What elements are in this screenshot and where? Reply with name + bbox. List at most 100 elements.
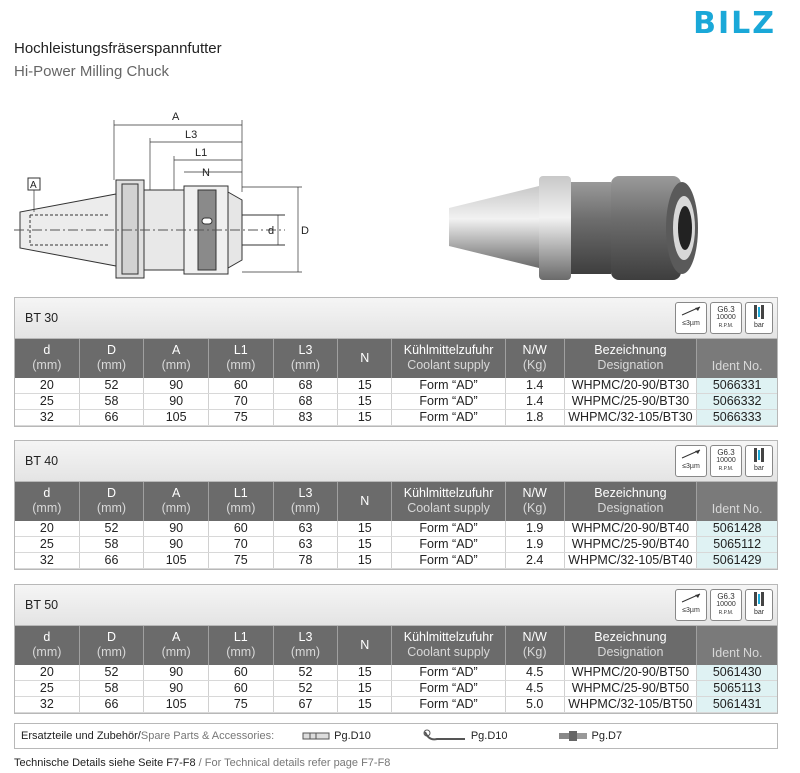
table-cell: 32	[15, 552, 80, 569]
table-cell: WHPMC/25-90/BT50	[564, 680, 698, 697]
table-cell: 1.9	[505, 521, 565, 537]
table-cell: 105	[143, 552, 209, 569]
table-cell: 66	[79, 409, 145, 426]
table-cell: 75	[208, 409, 274, 426]
table-cell: 25	[15, 536, 80, 553]
table-cell: 5061430	[696, 665, 777, 681]
table-cell: 63	[273, 536, 339, 553]
pull-stud-icon	[558, 731, 587, 741]
page-title: Hochleistungsfräserspannfutter	[14, 40, 222, 57]
table-cell: 15	[337, 378, 393, 394]
column-header: N	[337, 339, 393, 378]
product-photo	[449, 176, 698, 280]
column-header: A(mm)	[143, 626, 209, 665]
column-header: N/W(Kg)	[505, 482, 565, 521]
table-cell: 15	[337, 409, 393, 426]
column-header: N	[337, 626, 393, 665]
accessory-item-pull-stud[interactable]: Pg.D7	[558, 730, 622, 742]
table-cell: 32	[15, 409, 80, 426]
table-cell: 67	[273, 696, 339, 713]
table-cell: 5066332	[696, 393, 777, 410]
table-cell: 52	[273, 665, 339, 681]
column-header: d(mm)	[15, 339, 80, 378]
table-cell: 105	[143, 409, 209, 426]
runout-icon: ≤3µm	[675, 589, 707, 621]
table-cell: 5.0	[505, 696, 565, 713]
table-cell: 70	[208, 393, 274, 410]
column-header: D(mm)	[79, 626, 145, 665]
table-cell: 60	[208, 680, 274, 697]
table-cell: 90	[143, 393, 209, 410]
accessories-bar: Ersatzteile und Zubehör / Spare Parts & …	[14, 723, 778, 749]
table-cell: 90	[143, 378, 209, 394]
column-header: L3(mm)	[273, 339, 339, 378]
column-header: Ident No.	[696, 339, 777, 378]
accessory-item-collet[interactable]: Pg.D10	[302, 730, 371, 742]
table-cell: 52	[79, 521, 145, 537]
table-cell: 52	[273, 680, 339, 697]
table-cell: WHPMC/20-90/BT30	[564, 378, 698, 394]
table-cell: 5061431	[696, 696, 777, 713]
collet-icon	[302, 732, 330, 740]
table-cell: 58	[79, 393, 145, 410]
table-cell: 60	[208, 521, 274, 537]
table-cell: Form “AD”	[391, 536, 506, 553]
table-cell: 90	[143, 680, 209, 697]
table-cell: 5066333	[696, 409, 777, 426]
table-cell: Form “AD”	[391, 409, 506, 426]
table-cell: 52	[79, 378, 145, 394]
table-cell: 90	[143, 665, 209, 681]
technical-details-note: Technische Details siehe Seite F7-F8 / F…	[14, 757, 391, 769]
table-cell: 4.5	[505, 680, 565, 697]
section-title: BT 50	[25, 598, 59, 612]
table-cell: Form “AD”	[391, 696, 506, 713]
column-header: Ident No.	[696, 482, 777, 521]
dim-label-D: D	[301, 225, 309, 237]
table-cell: 60	[208, 665, 274, 681]
table-cell: 58	[79, 680, 145, 697]
dim-label-N: N	[202, 167, 210, 179]
table-cell: 75	[208, 696, 274, 713]
table-cell: 15	[337, 521, 393, 537]
table-cell: 5061428	[696, 521, 777, 537]
table-cell: 75	[208, 552, 274, 569]
table-cell: 20	[15, 665, 80, 681]
table-cell: 15	[337, 393, 393, 410]
column-header: A(mm)	[143, 339, 209, 378]
column-header: d(mm)	[15, 482, 80, 521]
table-cell: WHPMC/20-90/BT40	[564, 521, 698, 537]
column-header: d(mm)	[15, 626, 80, 665]
accessory-item-wrench[interactable]: Pg.D10	[423, 729, 508, 743]
table-cell: 60	[208, 378, 274, 394]
table-cell: 66	[79, 696, 145, 713]
runout-icon: ≤3µm	[675, 302, 707, 334]
table-cell: 68	[273, 378, 339, 394]
column-header: N/W(Kg)	[505, 626, 565, 665]
column-header: D(mm)	[79, 339, 145, 378]
table-cell: 58	[79, 536, 145, 553]
table-cell: 15	[337, 552, 393, 569]
table-cell: 70	[208, 536, 274, 553]
column-header: N/W(Kg)	[505, 339, 565, 378]
table-cell: 15	[337, 665, 393, 681]
